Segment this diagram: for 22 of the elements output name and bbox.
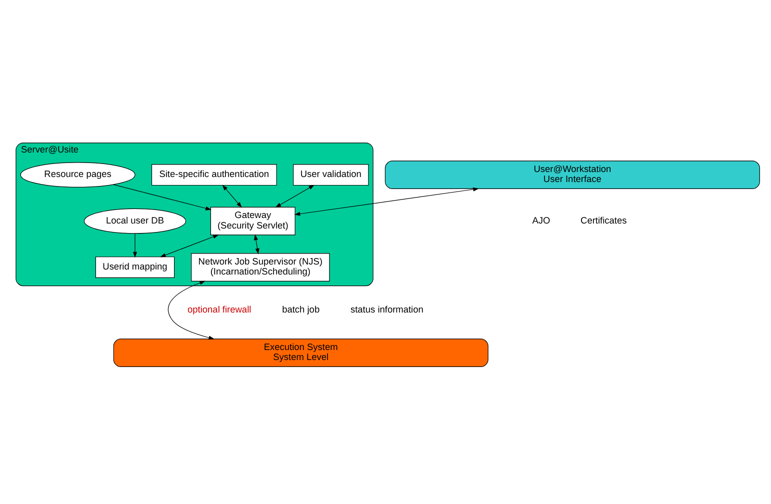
node-box: Gateway (Security Servlet) [210,206,296,235]
arrow [254,234,260,254]
label: status information [350,304,424,314]
node-box: Execution System System Level [113,338,488,366]
arrow [275,184,315,208]
node-ellipse: Resource pages [20,162,136,187]
node-box: Network Job Supervisor (NJS) (Incarnation/Scheduling) [191,252,330,281]
arrow [132,232,138,258]
arrow [168,280,214,340]
arrow [160,234,219,257]
node-box: Userid mapping [95,256,175,278]
label: AJO [532,214,550,225]
node-box: User validation [293,164,369,186]
node-box: User@Workstation User Interface [384,160,760,188]
arrow [222,184,242,208]
arrow [112,184,212,210]
node-box: Site-specific authentication [151,164,277,186]
arrow [294,186,479,216]
label: optional firewall [188,304,252,314]
node-ellipse: Local user DB [84,208,186,234]
label: Certificates [580,214,627,225]
label: batch job [282,304,320,314]
